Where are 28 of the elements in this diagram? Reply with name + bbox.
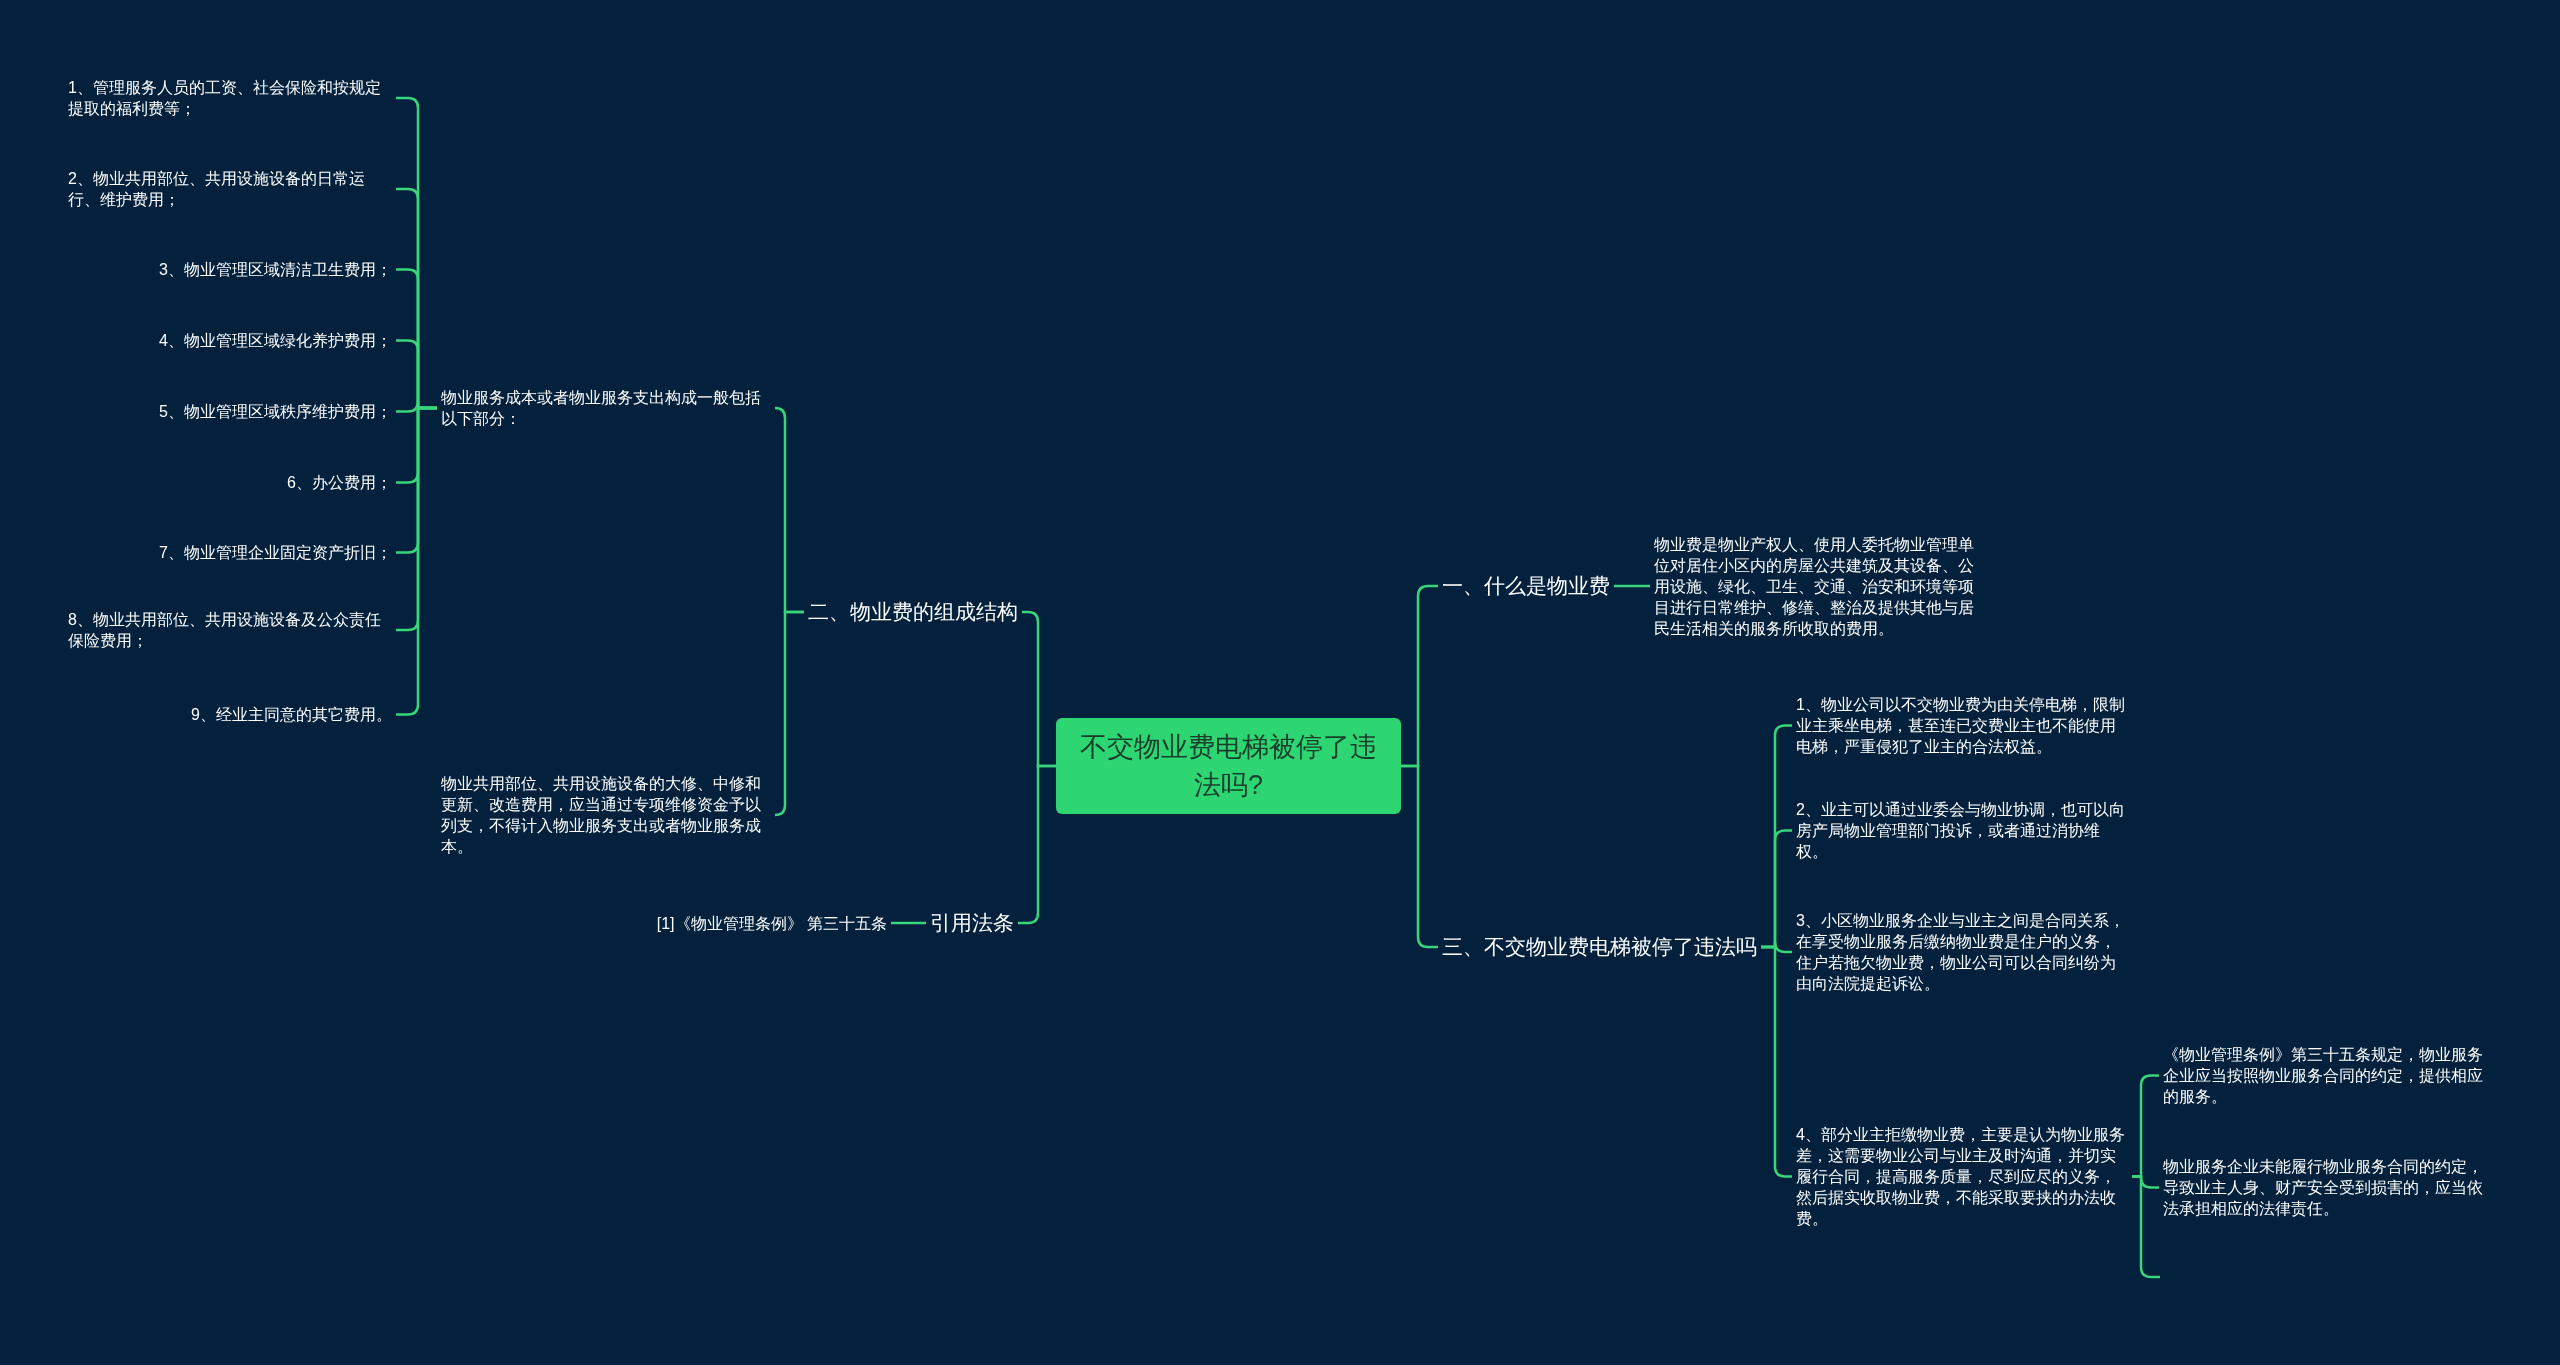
leaf-text: 《物业管理条例》第三十五条规定，物业服务企业应当按照物业服务合同的约定，提供相应的服务。 [2159, 1043, 2499, 1107]
connector-line [891, 921, 926, 925]
leaf-text: 物业共用部位、共用设施设备的大修、中修和更新、改造费用，应当通过专项维修资金予以列支，不得计入物业服务支出或者物业服务成本。 [437, 773, 777, 857]
leaf-text: 1、管理服务人员的工资、社会保险和按规定提取的福利费等； [64, 77, 396, 119]
leaf-text: 6、办公费用； [64, 471, 396, 493]
leaf-text: 物业费是物业产权人、使用人委托物业管理单位对居住小区内的房屋公共建筑及其设备、公用设施、绿化、卫生、交通、治安和环境等项目进行日常维护、修缮、整治及提供其他与居民生活相关的服务所收取的费用。 [1650, 533, 1990, 639]
leaf-text: 3、物业管理区域清洁卫生费用； [64, 258, 396, 280]
leaf-text: 物业服务成本或者物业服务支出构成一般包括以下部分： [437, 387, 777, 429]
leaf-text: 9、经业主同意的其它费用。 [64, 703, 396, 725]
leaf-text: 2、物业共用部位、共用设施设备的日常运行、维护费用； [64, 168, 396, 210]
branch-topic: 三、不交物业费电梯被停了违法吗 [1438, 933, 1761, 961]
connector-line [773, 610, 804, 817]
branch-topic: 二、物业费的组成结构 [804, 598, 1022, 626]
leaf-text: 2、业主可以通过业委会与物业协调，也可以向房产局物业管理部门投诉，或者通过消协维权。 [1792, 798, 2132, 862]
branch-topic: 引用法条 [926, 909, 1018, 937]
leaf-text: 5、物业管理区域秩序维护费用； [64, 400, 396, 422]
leaf-text: 1、物业公司以不交物业费为由关停电梯，限制业主乘坐电梯，甚至连已交费业主也不能使用电梯，严重侵犯了业主的合法权益。 [1792, 693, 2132, 757]
connector-line [1614, 584, 1650, 588]
leaf-text: 7、物业管理企业固定资产折旧； [64, 541, 396, 563]
leaf-text: [1]《物业管理条例》 第三十五条 [648, 912, 891, 934]
leaf-text: 4、部分业主拒缴物业费，主要是认为物业服务差，这需要物业公司与业主及时沟通，并切实履行合同，提高服务质量，尽到应尽的义务，然后据实收取物业费，不能采取要挟的办法收费。 [1792, 1123, 2132, 1229]
leaf-text: 3、小区物业服务企业与业主之间是合同关系，在享受物业服务后缴纳物业费是住户的义务，住户若拖欠物业费，物业公司可以合同纠纷为由向法院提起诉讼。 [1792, 910, 2132, 994]
central-topic-box: 不交物业费电梯被停了违法吗? [1056, 718, 1401, 814]
connector-line [2132, 1175, 2160, 1279]
leaf-text: 8、物业共用部位、共用设施设备及公众责任保险费用； [64, 609, 396, 651]
leaf-text: 物业服务企业未能履行物业服务合同的约定，导致业主人身、财产安全受到损害的，应当依法承担相应的法律责任。 [2159, 1155, 2499, 1219]
leaf-text: 4、物业管理区域绿化养护费用； [64, 329, 396, 351]
branch-topic: 一、什么是物业费 [1438, 572, 1614, 600]
